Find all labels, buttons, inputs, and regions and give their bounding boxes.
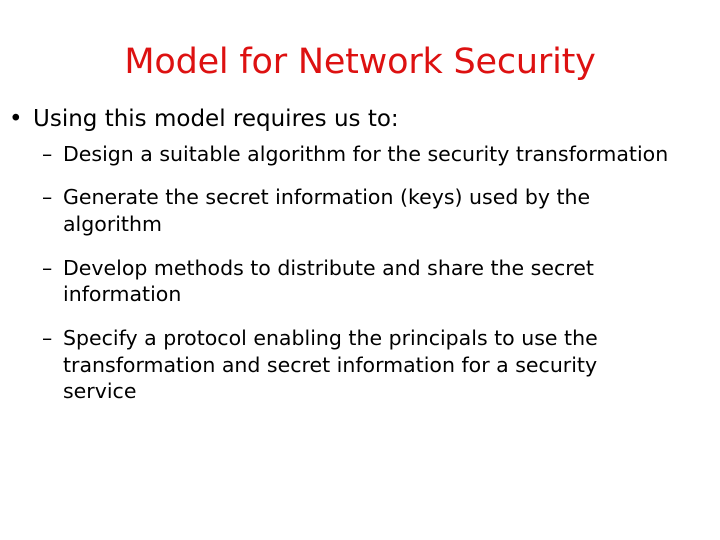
bullet-list-level1: • Using this model requires us to: – Des…: [0, 106, 720, 405]
bullet-item-level2: – Develop methods to distribute and shar…: [33, 255, 675, 308]
bullet-level2-text: Generate the secret information (keys) u…: [63, 185, 591, 236]
bullet-dot-icon: •: [9, 106, 23, 132]
bullet-dash-icon: –: [42, 141, 53, 166]
bullet-list-level2: – Design a suitable algorithm for the se…: [33, 141, 720, 405]
bullet-item-level2: – Specify a protocol enabling the princi…: [33, 325, 675, 405]
bullet-level1-text: Using this model requires us to:: [33, 106, 399, 132]
sub-bullet-group: – Design a suitable algorithm for the se…: [33, 141, 720, 405]
bullet-level2-text: Design a suitable algorithm for the secu…: [63, 141, 669, 166]
slide-title: Model for Network Security: [124, 42, 596, 82]
bullet-level2-text: Specify a protocol enabling the principa…: [63, 325, 598, 404]
bullet-level2-text: Develop methods to distribute and share …: [63, 255, 594, 307]
bullet-dash-icon: –: [42, 325, 53, 350]
bullet-item-level2: – Design a suitable algorithm for the se…: [33, 141, 675, 168]
bullet-item-level1: • Using this model requires us to: – Des…: [0, 106, 720, 405]
bullet-dash-icon: –: [42, 255, 53, 280]
slide-body: • Using this model requires us to: – Des…: [0, 106, 720, 419]
bullet-item-level2: – Generate the secret information (keys)…: [33, 184, 675, 237]
bullet-dash-icon: –: [42, 185, 53, 210]
